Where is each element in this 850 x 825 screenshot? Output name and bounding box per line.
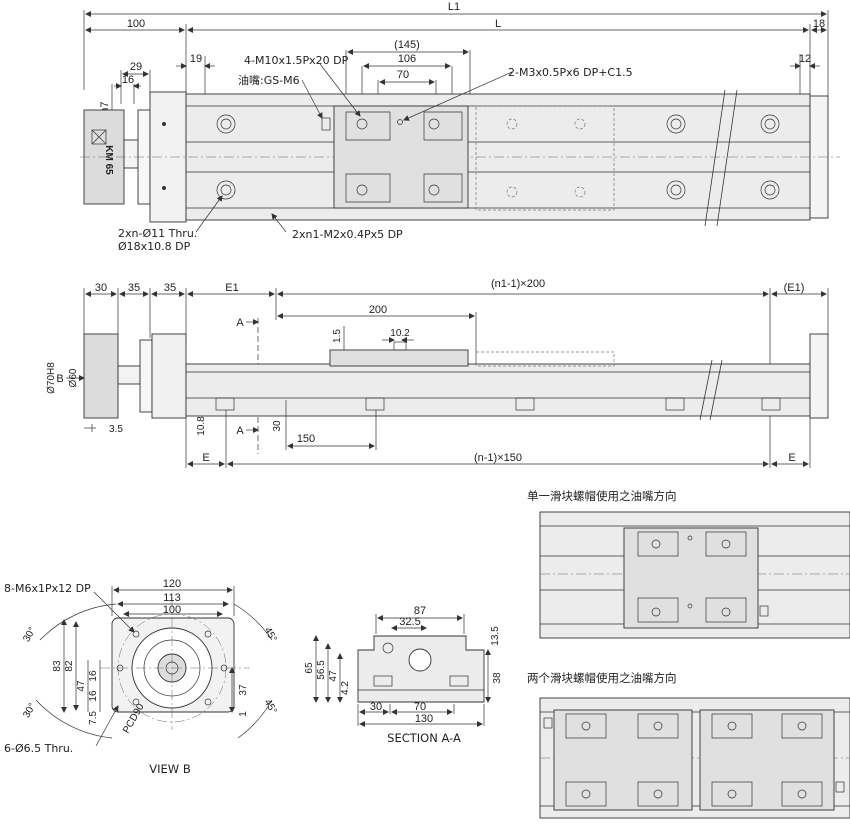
- dim-70: 70: [397, 69, 409, 81]
- grease-single-diagram: 单一滑块螺帽使用之油嘴方向: [527, 489, 850, 639]
- angle-45b: 45°: [262, 697, 279, 716]
- dim-19: 19: [190, 53, 202, 65]
- slider-block: [333, 105, 469, 209]
- top-view: L1 L 18 100 19 (145) 106 70 12 29: [80, 1, 840, 253]
- motor-tag: KM 65: [103, 145, 114, 175]
- dim-16b: 16: [88, 690, 99, 702]
- dim-30: 30: [95, 282, 107, 294]
- dim-n: (n-1)×150: [474, 452, 522, 464]
- dim-113: 113: [163, 592, 181, 604]
- section-a-top: A: [236, 317, 244, 329]
- note-thru2: Ø18x10.8 DP: [118, 240, 191, 253]
- dim-e1p: (E1): [784, 282, 805, 294]
- double-slider-left: [553, 709, 693, 811]
- dim-120: 120: [163, 578, 181, 590]
- dim-13-5: 13.5: [490, 626, 501, 646]
- dim-200: 200: [369, 304, 387, 316]
- dim-65: 65: [304, 662, 315, 674]
- dim-n1: (n1-1)×200: [491, 278, 545, 290]
- dim-70h8: Ø70H8: [46, 362, 57, 394]
- label-b: B: [56, 373, 63, 385]
- dim-3-5: 3.5: [109, 424, 123, 435]
- slider-side: [329, 349, 469, 367]
- dim-29: 29: [130, 61, 142, 73]
- motor-side: [83, 333, 119, 419]
- section-title: SECTION A-A: [387, 731, 461, 745]
- view-b: 120 113 100 83 82 47 16 16 7.5 37 1 30° …: [4, 578, 279, 776]
- dim-100: 100: [127, 18, 145, 30]
- dim-150: 150: [297, 433, 315, 445]
- ghost-block: [475, 105, 615, 211]
- dim-35a: 35: [128, 282, 140, 294]
- single-slider: [623, 527, 759, 629]
- dim-l: L: [495, 18, 501, 30]
- dim-47-sec: 47: [328, 670, 339, 682]
- dim-e: E: [202, 452, 209, 464]
- rail-holes: [216, 114, 780, 200]
- dim-30b: 30: [272, 420, 283, 432]
- dim-37: 37: [238, 684, 249, 696]
- dim-18: 18: [813, 18, 825, 30]
- angle-45a: 45°: [262, 625, 279, 644]
- dim-l1: L1: [448, 1, 460, 13]
- dim-83: 83: [52, 660, 63, 672]
- angle-30a: 30°: [21, 625, 38, 644]
- note-thru1: 2xn-Ø11 Thru.: [118, 227, 197, 240]
- note-grease: 油嘴:GS-M6: [238, 73, 300, 87]
- motor-cross-icon: [91, 129, 107, 145]
- dim-47b: 47: [76, 680, 87, 692]
- end-plate-side: [151, 333, 187, 419]
- note-m8: 8-M6x1Px12 DP: [4, 582, 91, 595]
- dim-12: 12: [799, 53, 811, 65]
- dim-4-2: 4.2: [340, 681, 351, 695]
- note-6-thru: 6-Ø6.5 Thru.: [4, 742, 73, 755]
- dim-16a: 16: [88, 670, 99, 682]
- note-pin: 2-M3x0.5Px6 DP+C1.5: [508, 66, 633, 79]
- dim-16: 16: [122, 74, 134, 86]
- dim-130: 130: [415, 713, 433, 725]
- dim-e1: E1: [225, 282, 238, 294]
- dim-7-5: 7.5: [88, 711, 99, 725]
- grease-single-title: 单一滑块螺帽使用之油嘴方向: [527, 489, 677, 503]
- section-a-bottom: A: [236, 425, 244, 437]
- double-slider-right: [699, 709, 835, 811]
- dim-32-5: 32.5: [399, 616, 420, 628]
- dim-38: 38: [492, 672, 503, 684]
- side-view: 30 35 35 E1 (n1-1)×200 (E1) 200 1.5 10.2…: [46, 278, 829, 468]
- dim-e2: E: [788, 452, 795, 464]
- view-b-title: VIEW B: [149, 762, 191, 776]
- dim-100b: 100: [163, 604, 181, 616]
- grease-double-title: 两个滑块螺帽使用之油嘴方向: [527, 671, 677, 685]
- dim-106: 106: [398, 53, 416, 65]
- section-a-a: 87 32.5 13.5 65 56.5 47 4.2 38 30 70 130…: [304, 605, 503, 745]
- dim-10-8: 10.8: [196, 416, 207, 436]
- dim-145: (145): [394, 39, 420, 51]
- dim-70-sec: 70: [414, 701, 426, 713]
- dim-10-2: 10.2: [390, 328, 410, 339]
- grease-nipple: [321, 117, 331, 131]
- dim-87: 87: [414, 605, 426, 617]
- dim-1-5: 1.5: [332, 329, 343, 343]
- dim-1: 1: [238, 711, 249, 717]
- dim-60: Ø60: [68, 368, 79, 387]
- dim-35b: 35: [164, 282, 176, 294]
- dim-82: 82: [64, 660, 75, 672]
- note-bolt: 4-M10x1.5Px20 DP: [244, 54, 349, 67]
- note-screw: 2xn1-M2x0.4Px5 DP: [292, 228, 403, 241]
- grease-double-diagram: 两个滑块螺帽使用之油嘴方向: [527, 671, 850, 819]
- angle-30b: 30°: [21, 701, 38, 720]
- dim-56-5: 56.5: [316, 660, 327, 680]
- coupling: [123, 139, 139, 169]
- dim-30-sec: 30: [370, 701, 382, 713]
